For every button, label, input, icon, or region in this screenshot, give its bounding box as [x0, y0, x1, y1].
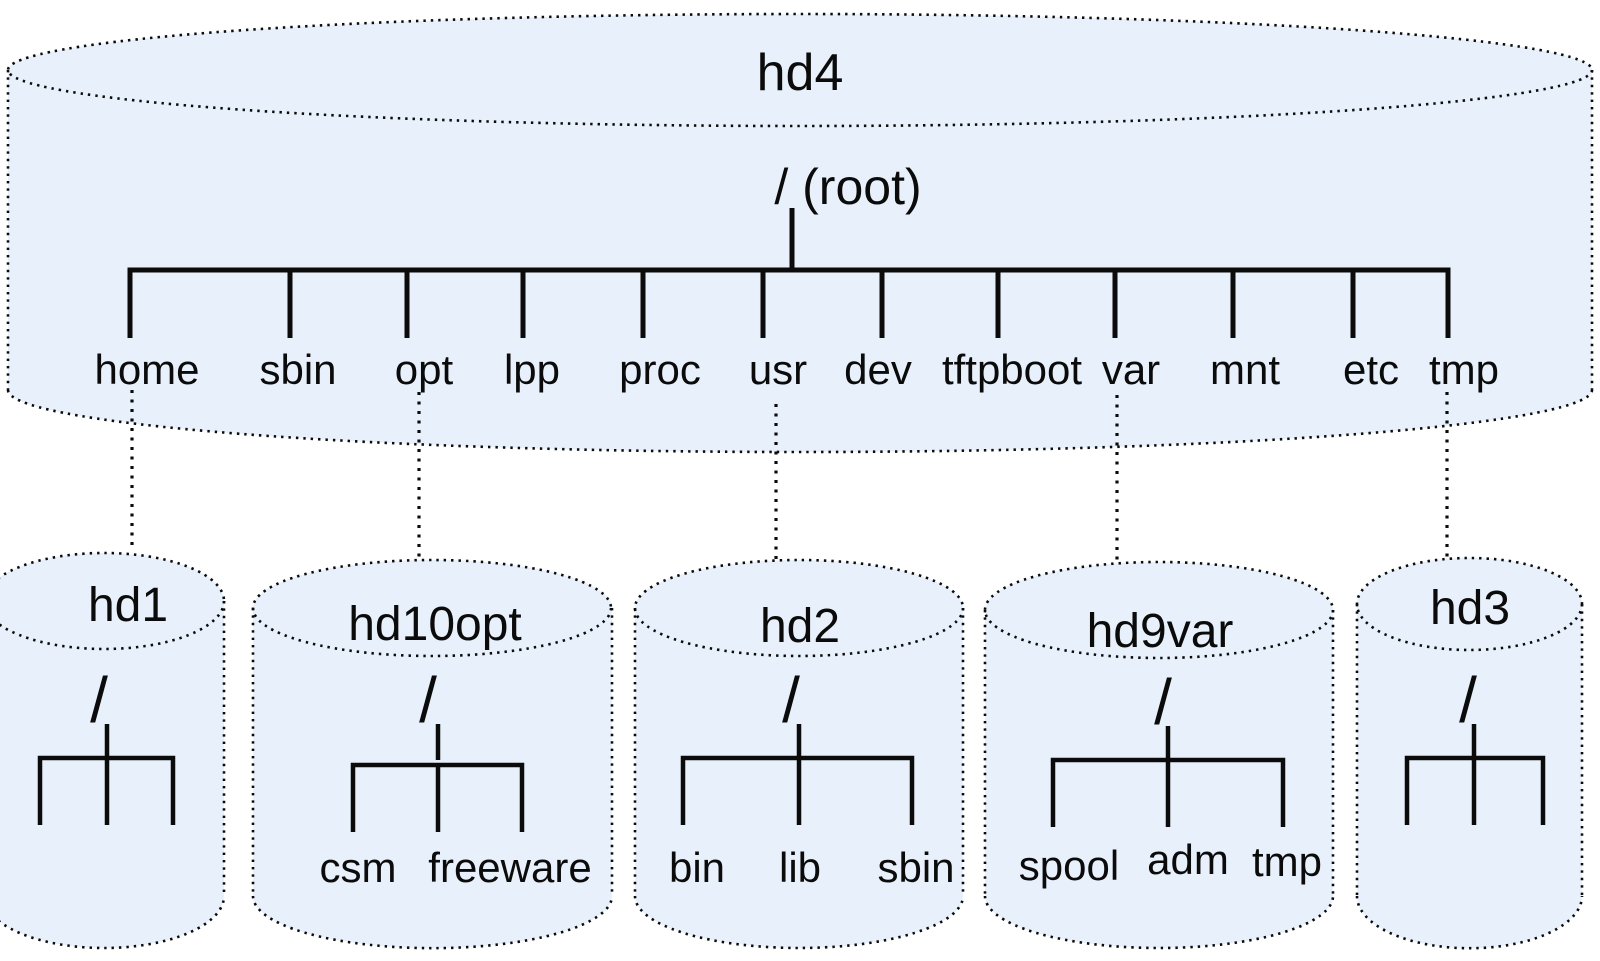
- child-label-csm: csm: [320, 844, 397, 891]
- cylinder-hd2: hd2 / bin lib sbin: [633, 558, 965, 950]
- cylinder-hd3: hd3 /: [1355, 556, 1584, 950]
- mount-connectors: [130, 390, 1449, 560]
- hd10opt-subtree: csm freeware: [320, 724, 592, 891]
- hd2-root-slash: /: [782, 664, 800, 736]
- dir-label-home: home: [94, 346, 199, 393]
- volume-title-hd9var: hd9var: [1087, 605, 1234, 658]
- child-label-sbin: sbin: [877, 844, 954, 891]
- hd10opt-root-slash: /: [419, 664, 437, 736]
- hd9var-root-slash: /: [1154, 666, 1172, 738]
- dir-label-proc: proc: [619, 346, 701, 393]
- hd1-body-fill: [0, 553, 224, 948]
- hd4-body-fill: [8, 14, 1592, 452]
- dir-label-mnt: mnt: [1210, 346, 1280, 393]
- hd3-bottom-rim: [1355, 895, 1584, 950]
- volume-title-hd2: hd2: [760, 600, 840, 653]
- dir-label-etc: etc: [1343, 346, 1399, 393]
- child-label-tmp-hd9var: tmp: [1252, 838, 1322, 885]
- hd9var-bottom-rim: [983, 895, 1335, 950]
- volume-title-hd4: hd4: [757, 44, 844, 102]
- hd1-subtree: [37, 724, 176, 825]
- child-label-spool: spool: [1019, 842, 1119, 889]
- child-label-lib: lib: [779, 844, 821, 891]
- root-label: / (root): [774, 159, 921, 215]
- hd10opt-body-fill: [253, 559, 612, 949]
- dir-label-lpp: lpp: [504, 346, 560, 393]
- child-label-freeware: freeware: [428, 844, 591, 891]
- dir-label-dev: dev: [844, 346, 912, 393]
- hd3-root-slash: /: [1459, 664, 1477, 736]
- dir-label-usr: usr: [749, 346, 807, 393]
- hd2-subtree: bin lib sbin: [669, 724, 955, 891]
- dir-label-tmp: tmp: [1429, 346, 1499, 393]
- dir-label-tftpboot: tftpboot: [942, 346, 1082, 393]
- volume-title-hd1: hd1: [88, 579, 168, 632]
- cylinder-hd9var: hd9var / spool adm tmp: [983, 560, 1335, 950]
- volume-title-hd3: hd3: [1430, 582, 1510, 635]
- dir-label-opt: opt: [395, 346, 454, 393]
- child-label-adm: adm: [1147, 836, 1229, 883]
- cylinder-hd4: hd4 / (root) home sbin opt lpp proc usr …: [6, 12, 1594, 454]
- volume-title-hd10opt: hd10opt: [348, 598, 522, 651]
- hd4-directory-tree: home sbin opt lpp proc usr dev tftpboot …: [94, 208, 1499, 393]
- cylinder-hd10opt: hd10opt / csm freeware: [251, 558, 614, 950]
- hd9var-body-fill: [985, 562, 1333, 948]
- hd2-bottom-rim: [633, 895, 965, 950]
- dir-label-var: var: [1102, 346, 1160, 393]
- cylinder-hd1: hd1 /: [0, 551, 226, 950]
- hd9var-subtree: spool adm tmp: [1019, 726, 1322, 889]
- hd3-body-fill: [1357, 557, 1582, 949]
- tree-bar: [127, 267, 1451, 338]
- dir-label-sbin: sbin: [259, 346, 336, 393]
- hd3-subtree: [1404, 724, 1546, 825]
- child-label-bin: bin: [669, 844, 725, 891]
- hd1-root-slash: /: [90, 664, 108, 736]
- hd4-bottom-rim: [6, 389, 1594, 454]
- hd1-bottom-rim: [0, 895, 226, 950]
